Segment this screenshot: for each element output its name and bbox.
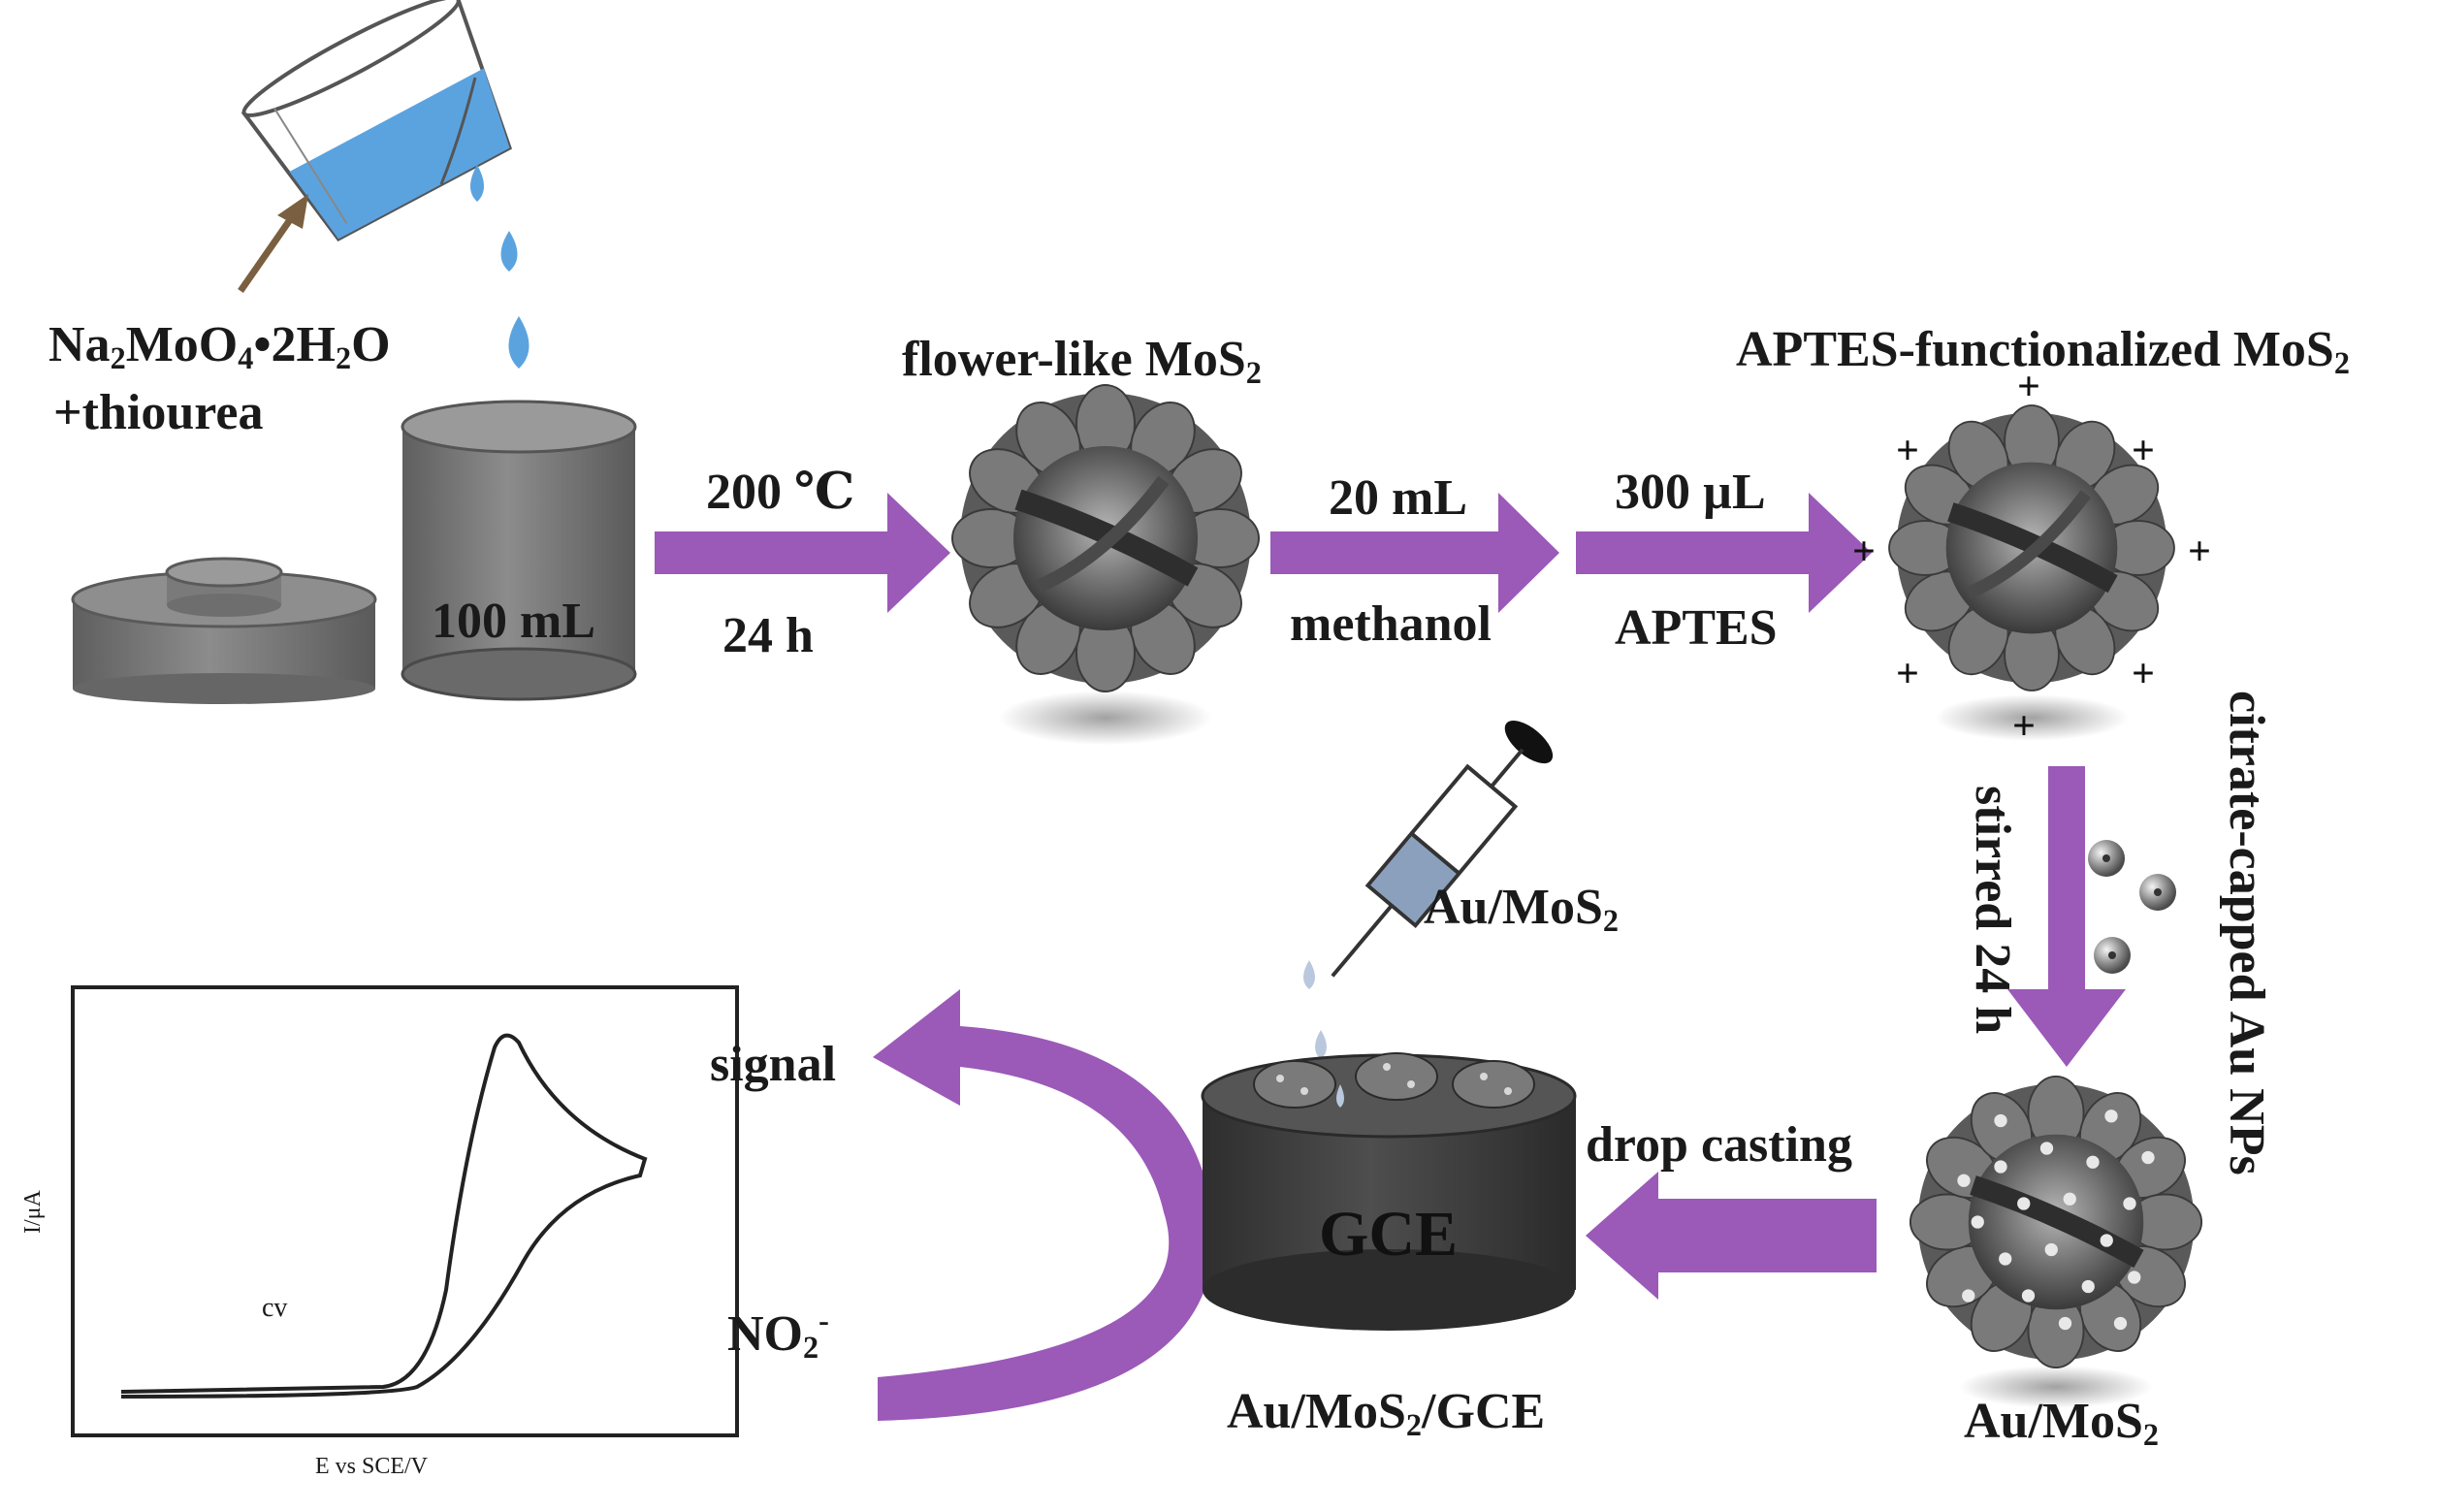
arrow-aptes xyxy=(1576,493,1872,613)
charge: + xyxy=(2132,429,2155,473)
au-mos2-flower xyxy=(1909,1075,2203,1408)
arrow-hydrothermal xyxy=(655,493,950,613)
cv-curve-label: cv xyxy=(262,1293,288,1323)
charge: + xyxy=(2012,704,2036,749)
precursor-formula: Na2MoO4•2H2O xyxy=(48,317,391,376)
stirred-label: stirred 24 h xyxy=(1965,786,2020,1035)
autoclave-liner xyxy=(401,400,637,701)
positive-charges: + + + + + + + + xyxy=(1852,365,2211,749)
au-mos2-label: Au/MoS2 xyxy=(1964,1394,2160,1453)
charge: + xyxy=(1896,652,1919,696)
charge: + xyxy=(1852,530,1876,574)
water-drops xyxy=(470,165,530,369)
cv-plot xyxy=(71,985,739,1437)
flower-mos2-label: flower-like MoS2 xyxy=(902,332,1262,391)
methanol-label: methanol xyxy=(1290,596,1492,652)
autoclave-lid xyxy=(71,557,377,704)
pouring-beaker xyxy=(241,0,512,241)
cv-ylabel: I/μA xyxy=(20,1190,46,1234)
aptes-volume-label: 300 µL xyxy=(1615,465,1766,520)
nitrite-label: NO2- xyxy=(727,1303,829,1366)
aptes-label: APTES xyxy=(1615,600,1778,656)
charge: + xyxy=(1896,429,1919,473)
gce-electrode xyxy=(1201,1052,1577,1331)
charge: + xyxy=(2017,365,2040,409)
aptes-mos2 xyxy=(1888,404,2175,741)
au-nanoparticles xyxy=(2088,840,2176,974)
aptes-mos2-label: APTES-functionalized MoS2 xyxy=(1736,322,2350,381)
charge: + xyxy=(2132,652,2155,696)
precursor-thiourea: +thiourea xyxy=(53,385,264,440)
flower-mos2 xyxy=(951,384,1260,745)
syringe-drops xyxy=(1303,960,1327,1059)
cv-xlabel: E vs SCE/V xyxy=(315,1454,429,1479)
arrow-drop-casting xyxy=(1586,1172,1877,1300)
autoclave-volume-label: 100 mL xyxy=(432,594,595,649)
drop-casting-label: drop casting xyxy=(1586,1117,1852,1173)
arrow-signal-curve xyxy=(873,989,1214,1421)
leader-arrow xyxy=(238,194,308,293)
arrow-methanol xyxy=(1270,493,1559,613)
methanol-volume-label: 20 mL xyxy=(1329,470,1467,526)
gce-label: GCE xyxy=(1319,1199,1459,1270)
temperature-label: 200 ℃ xyxy=(706,465,855,520)
arrow-au-loading xyxy=(2007,766,2126,1067)
electrode-caption: Au/MoS2/GCE xyxy=(1227,1384,1546,1443)
syringe-label: Au/MoS2 xyxy=(1424,880,1620,939)
citrate-au-label: citrate-capped Au NPs xyxy=(2219,691,2274,1175)
time-label: 24 h xyxy=(722,608,814,663)
signal-label: signal xyxy=(710,1037,837,1092)
syringe xyxy=(1331,721,1554,978)
charge: + xyxy=(2188,530,2211,574)
cv-curve xyxy=(120,1033,648,1399)
